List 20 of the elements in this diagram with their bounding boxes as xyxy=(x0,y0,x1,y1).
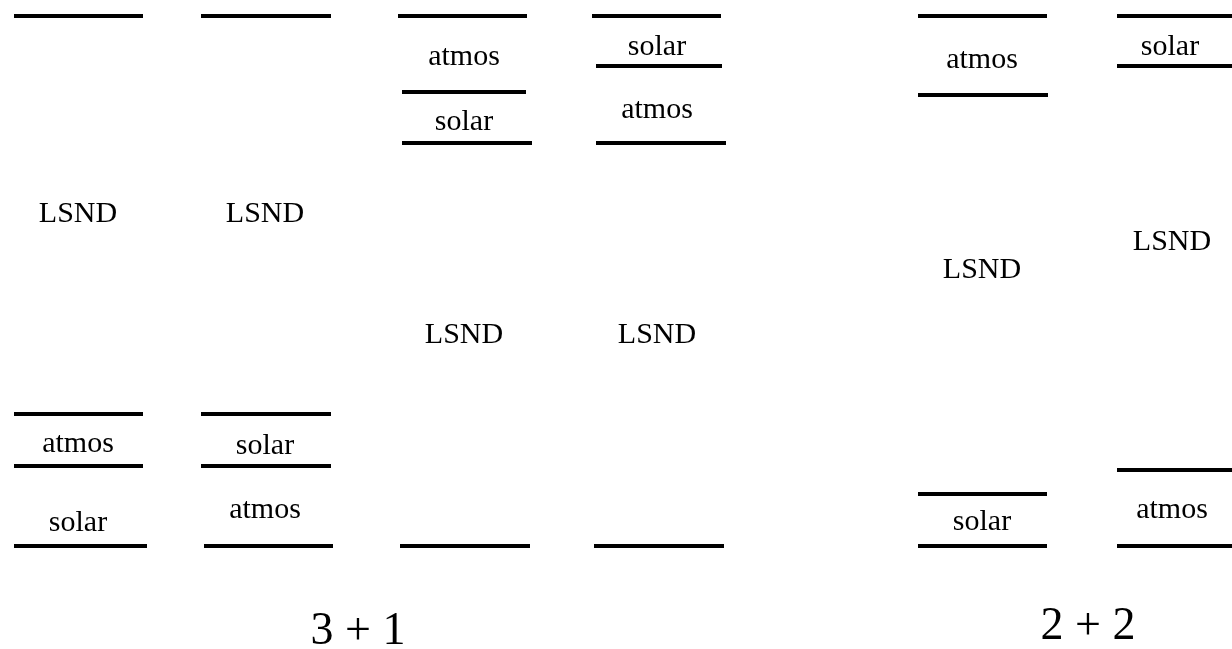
level-label: LSND xyxy=(225,197,305,227)
level-label: solar xyxy=(952,505,1012,535)
level-label: solar xyxy=(627,30,687,60)
level-label: solar xyxy=(434,105,494,135)
level-label: atmos xyxy=(1136,493,1208,523)
level-label: LSND xyxy=(38,197,118,227)
level-label: atmos xyxy=(42,427,114,457)
level-label: LSND xyxy=(1132,225,1212,255)
level-label: atmos xyxy=(621,93,693,123)
level-label: solar xyxy=(1140,30,1200,60)
scheme-label: 2 + 2 xyxy=(1040,601,1136,647)
level-label: LSND xyxy=(424,318,504,348)
level-label: atmos xyxy=(946,43,1018,73)
level-label: solar xyxy=(235,429,295,459)
level-label: atmos xyxy=(428,40,500,70)
level-label: LSND xyxy=(617,318,697,348)
level-label: solar xyxy=(48,506,108,536)
level-label: LSND xyxy=(942,253,1022,283)
level-label: atmos xyxy=(229,493,301,523)
scheme-label: 3 + 1 xyxy=(310,606,406,649)
